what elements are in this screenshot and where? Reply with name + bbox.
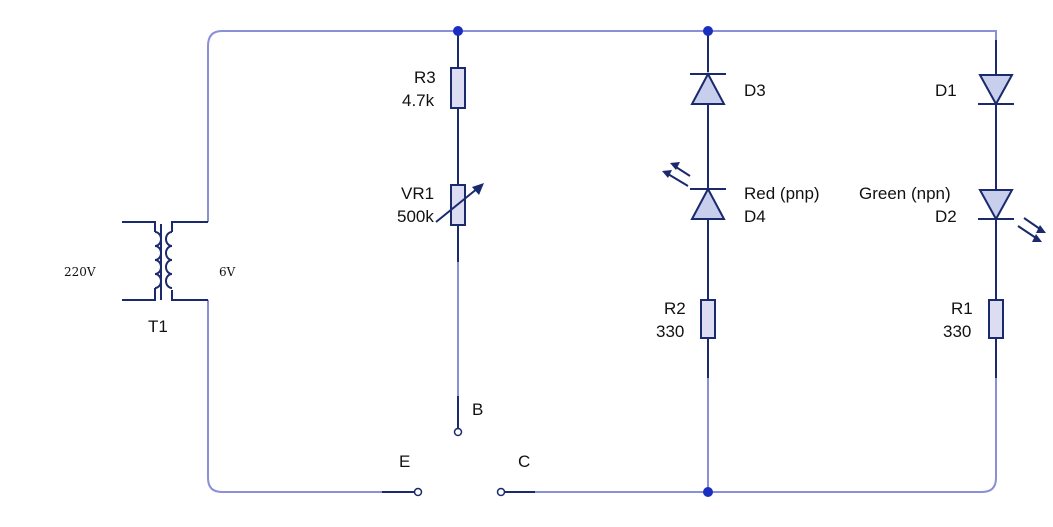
top-rail-wire <box>207 30 997 47</box>
junction-node-bottom <box>703 487 713 497</box>
resistor-r3 <box>450 67 466 109</box>
led-d4 <box>690 186 726 220</box>
r2-ref: R2 <box>664 299 686 318</box>
vr1-adjust-arrow <box>435 183 484 223</box>
terminal-e <box>413 487 423 497</box>
resistor-r2 <box>700 299 716 339</box>
d2-emission-arrows <box>1017 217 1046 242</box>
d4-ref: D4 <box>744 207 766 226</box>
d4-note: Red (pnp) <box>744 184 820 203</box>
resistor-r1 <box>988 299 1004 339</box>
t1-secondary-voltage: 6V <box>219 265 236 279</box>
r1-value: 330 <box>943 322 971 341</box>
diode-d1 <box>978 74 1014 107</box>
bottom-rail-wire <box>535 378 997 493</box>
r3-value: 4.7k <box>402 91 435 110</box>
terminal-b <box>453 427 463 437</box>
d3-ref: D3 <box>744 81 766 100</box>
d2-ref: D2 <box>935 207 957 226</box>
r2-value: 330 <box>656 322 684 341</box>
d4-emission-arrows <box>662 162 691 187</box>
led-d2 <box>978 189 1014 222</box>
terminal-e-label: E <box>399 452 410 471</box>
t1-label: T1 <box>148 317 168 336</box>
diode-d3 <box>690 71 726 105</box>
r3-ref: R3 <box>414 68 436 87</box>
terminal-c-label: C <box>518 452 530 471</box>
vr1-ref: VR1 <box>401 184 434 203</box>
junction-node-d3 <box>703 26 713 36</box>
transformer-t1 <box>122 221 208 301</box>
t1-primary-voltage: 220V <box>64 265 96 279</box>
d2-note: Green (npn) <box>859 184 951 203</box>
r1-ref: R1 <box>951 299 973 318</box>
terminal-b-label: B <box>472 400 483 419</box>
left-lower-wire <box>207 300 382 493</box>
d1-ref: D1 <box>935 81 957 100</box>
junction-node-r3 <box>453 26 463 36</box>
vr1-value: 500k <box>397 207 434 226</box>
terminal-c <box>496 487 506 497</box>
